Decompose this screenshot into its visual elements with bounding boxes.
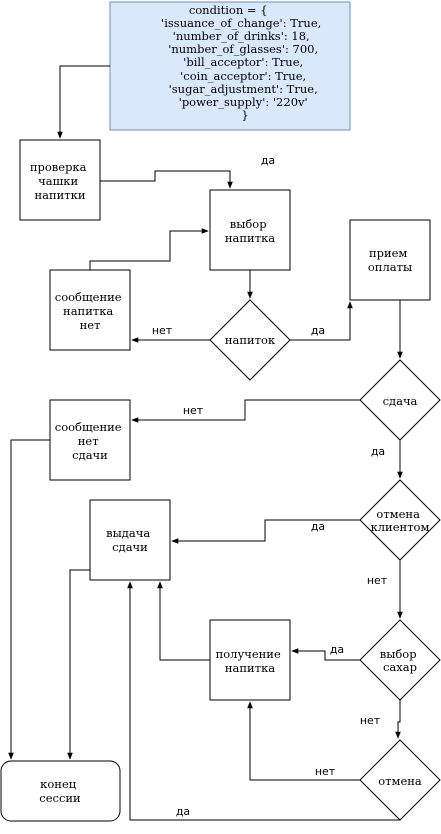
decision-label: клиентом (371, 520, 430, 534)
node-label: оплаты (368, 260, 412, 274)
node-no-change-message: сообщение нет сдачи (49, 399, 131, 481)
node-label: выдача (106, 526, 150, 540)
svg-text:выбор напитка: выбор напитка (225, 217, 275, 245)
node-label: прием (369, 246, 407, 260)
node-label: напитки (34, 188, 85, 202)
edge-label-no: нет (315, 765, 336, 778)
edge-condition-to-check (57, 65, 110, 139)
node-label: напитка (63, 304, 113, 318)
svg-text:condition = { 'issuance_: condition = { 'issuance_of_change': True… (161, 3, 325, 122)
node-label: чашки (38, 174, 78, 188)
decision-label: сахар (383, 660, 417, 674)
edge-label-yes: да (311, 324, 325, 337)
condition-line: 'power_supply': '220v' (179, 95, 308, 109)
decision-sugar: выбор сахар (359, 619, 441, 701)
node-label: сообщение (55, 290, 122, 304)
edge-label-yes: да (371, 445, 385, 458)
svg-text:выдача сдачи: выдача сдачи (106, 526, 154, 554)
condition-line: 'bill_acceptor': True, (183, 55, 303, 69)
node-give-change: выдача сдачи (89, 499, 171, 581)
edge-decision-yes (290, 301, 353, 341)
decision-label: напиток (225, 333, 276, 347)
edge-label-no: нет (152, 324, 173, 337)
edge-label-no: нет (367, 574, 388, 587)
svg-text:конец сессии: конец сессии (39, 777, 81, 805)
edge-change-no (131, 399, 360, 423)
condition-line: 'number_of_drinks': 18, (173, 29, 310, 43)
edge-label-no: нет (360, 714, 381, 727)
node-label: сессии (39, 791, 81, 805)
svg-text:отмена клиентом: отмена клиентом (371, 507, 430, 534)
node-get-drink: получение напитка (209, 619, 291, 701)
edge-cancel-yes (127, 581, 400, 821)
edge-check-to-choice (100, 170, 233, 189)
node-label: нет (80, 318, 101, 332)
node-no-drink-message: сообщение напитка нет (49, 269, 131, 351)
svg-text:прием оплаты: прием оплаты (368, 246, 412, 274)
svg-text:выбор сахар: выбор сахар (380, 647, 421, 674)
node-label: нет (78, 434, 99, 448)
node-label: сдачи (72, 448, 108, 462)
svg-text:сообщение нет сдач: сообщение нет сдачи (55, 420, 126, 462)
edge-label-yes: да (261, 154, 275, 167)
edge-label-yes: да (176, 805, 190, 818)
edge-givechange-to-end (67, 569, 90, 760)
decision-label: отмена (378, 774, 422, 788)
decision-cancel: отмена (359, 739, 441, 821)
edge-label-yes: да (311, 520, 325, 533)
decision-drink: напиток (209, 299, 291, 381)
svg-text:проверка чашки нап: проверка чашки напитки (30, 160, 90, 202)
decision-label: отмена (376, 507, 420, 521)
edge-label-no: нет (183, 404, 204, 417)
node-end-session: конец сессии (0, 760, 121, 822)
node-label: получение (216, 647, 281, 661)
decision-label: выбор (380, 647, 417, 661)
svg-text:получение напитка: получение напитка (216, 647, 285, 675)
edge-sugar-yes (291, 648, 360, 661)
node-label: проверка (30, 160, 87, 174)
svg-text:сообщение напитка: сообщение напитка нет (55, 290, 126, 332)
node-label: сообщение (55, 420, 122, 434)
edge-label-yes: да (330, 643, 344, 656)
decision-label: сдача (383, 394, 418, 408)
condition-box: condition = { 'issuance_of_change': True… (109, 1, 351, 131)
decision-cancel-by-client: отмена клиентом (359, 479, 441, 561)
edge-getdrink-to-givechange (157, 581, 210, 661)
edge-cancelclient-yes (171, 519, 360, 544)
node-label: сдачи (112, 540, 148, 554)
condition-line: condition = { (189, 3, 268, 17)
edge-nochange-to-end (8, 439, 50, 760)
node-label: выбор (230, 217, 267, 231)
node-drink-choice: выбор напитка (209, 189, 291, 271)
node-check-cups: проверка чашки напитки (19, 139, 101, 221)
node-label: конец (40, 777, 77, 791)
node-label: напитка (225, 661, 275, 675)
node-payment: прием оплаты (349, 219, 431, 301)
condition-line: 'number_of_glasses': 700, (168, 42, 318, 56)
condition-line: 'issuance_of_change': True, (161, 16, 321, 30)
edge-sugar-no (395, 700, 401, 739)
node-label: напитка (225, 231, 275, 245)
condition-line: 'coin_acceptor': True, (180, 69, 306, 83)
condition-line: } (241, 108, 248, 122)
edge-nomsg-to-choice (89, 228, 209, 270)
edge-cancel-no (247, 701, 360, 781)
condition-line: 'sugar_adjustment': True, (169, 82, 318, 96)
decision-change: сдача (359, 359, 441, 441)
